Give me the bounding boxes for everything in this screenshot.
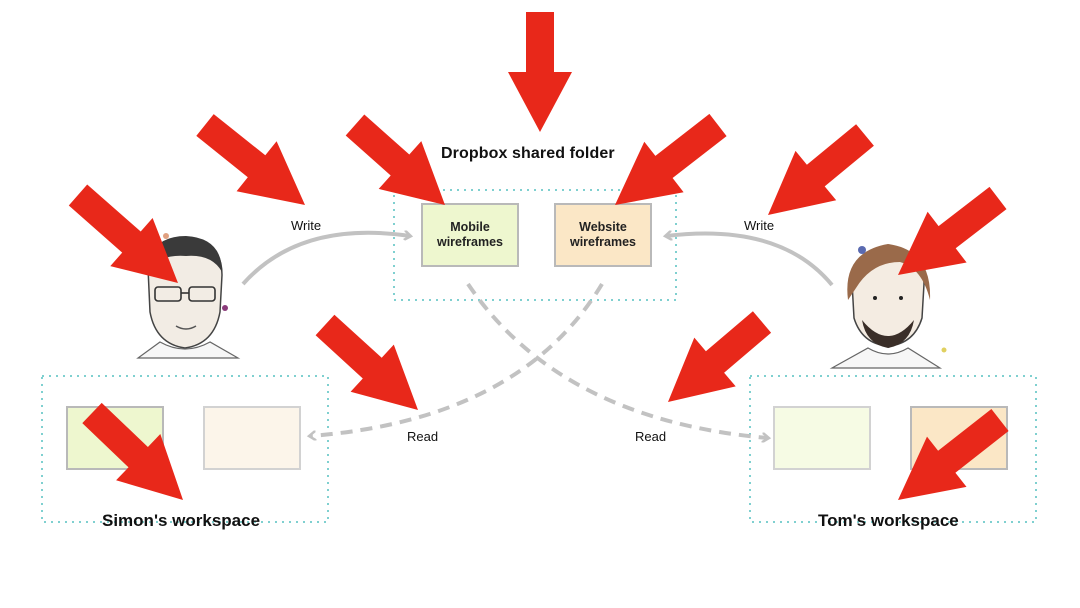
tom-write-connector <box>666 233 834 287</box>
simon-website-copy-card[interactable] <box>203 406 301 470</box>
tom-write-label: Write <box>744 218 775 233</box>
tom-portrait <box>829 244 947 369</box>
simon-read-label: Read <box>407 429 439 444</box>
shared-folder-outline <box>393 189 677 301</box>
tom-read-label: Read <box>635 429 667 444</box>
tom-website-copy-card[interactable] <box>910 406 1008 470</box>
simon-write-label: Write <box>291 218 322 233</box>
simon-workspace-outline <box>41 375 329 523</box>
simon-portrait <box>136 233 241 359</box>
tom-workspace-outline <box>749 375 1037 523</box>
mobile-card-line2: wireframes <box>436 235 503 249</box>
simon-write-connector <box>241 233 410 286</box>
simon-read-connector <box>310 282 604 436</box>
mobile-card-line1: Mobile <box>450 220 490 234</box>
website-card-line2: wireframes <box>569 235 636 249</box>
tom-read-connector <box>466 282 768 438</box>
tom-mobile-copy-card[interactable] <box>773 406 871 470</box>
simon-mobile-copy-card[interactable] <box>66 406 164 470</box>
tom-workspace-title: Tom's workspace <box>818 511 959 530</box>
simon-workspace-title: Simon's workspace <box>102 511 261 530</box>
website-card-line1: Website <box>579 220 627 234</box>
shared-folder-title: Dropbox shared folder <box>441 145 615 162</box>
